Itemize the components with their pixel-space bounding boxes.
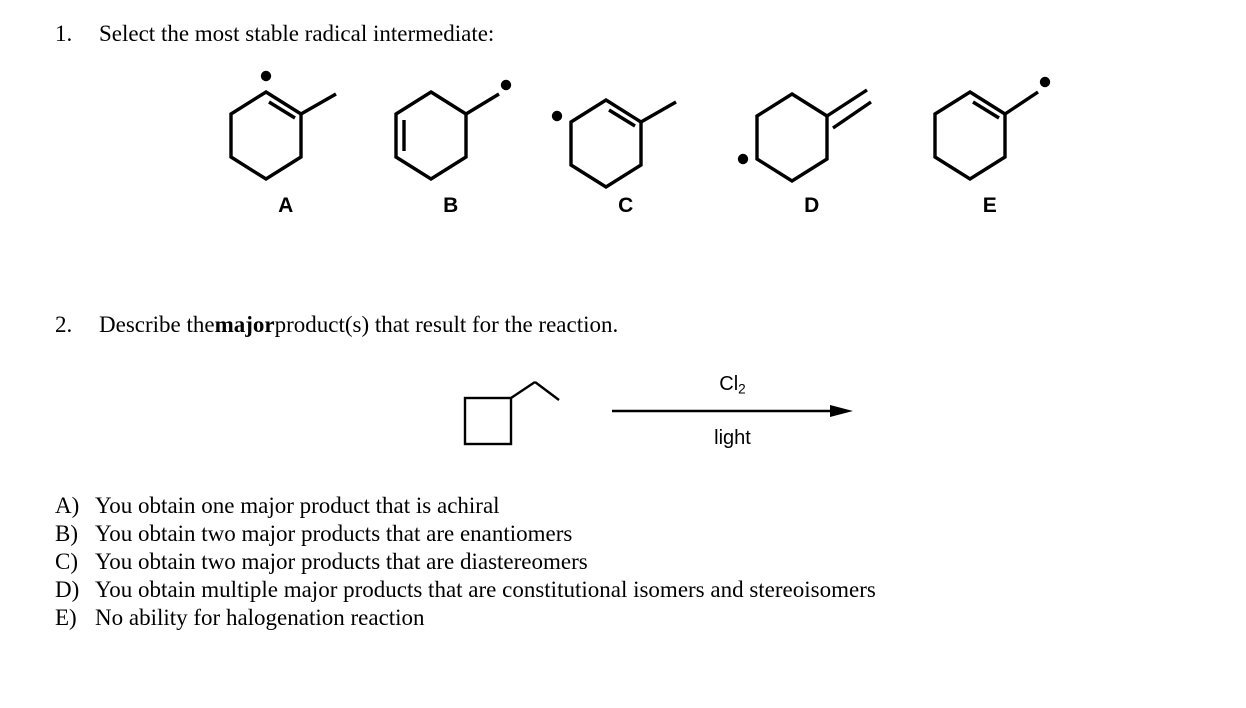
radical-dot-icon (260, 70, 272, 82)
reaction-scheme: Cl2 light (455, 362, 855, 467)
structure-a-diagram (229, 70, 337, 182)
choice-c[interactable]: C (531, 62, 721, 237)
structure-b-diagram (394, 79, 512, 182)
answer-option-b[interactable]: B) You obtain two major products that ar… (55, 520, 876, 548)
reaction-arrow-icon (612, 405, 853, 417)
answer-options-list: A) You obtain one major product that is … (55, 492, 876, 632)
question-2-text-after: product(s) that result for the reaction. (274, 312, 619, 337)
reaction-arrow-group: Cl2 light (610, 362, 855, 462)
choice-a-label: A (278, 194, 294, 217)
answer-option-c[interactable]: C) You obtain two major products that ar… (55, 548, 876, 576)
answer-option-e[interactable]: E) No ability for halogenation reaction (55, 604, 876, 632)
answer-option-a-text: You obtain one major product that is ach… (95, 493, 500, 518)
question-2-text-before: Describe the (99, 312, 215, 337)
choice-e-label: E (982, 194, 998, 217)
answer-option-b-text: You obtain two major products that are e… (95, 521, 573, 546)
choice-e[interactable]: E (895, 62, 1085, 237)
reagent-above-arrow: Cl2 (610, 374, 855, 396)
answer-option-d-text: You obtain multiple major products that … (95, 577, 876, 602)
answer-option-a-letter: A) (55, 493, 80, 518)
answer-option-a[interactable]: A) You obtain one major product that is … (55, 492, 876, 520)
answer-option-c-letter: C) (55, 549, 78, 574)
reagent-cl2-symbol: Cl (719, 373, 739, 395)
choice-c-label: C (618, 194, 634, 217)
question-1: 1. Select the most stable radical interm… (55, 20, 494, 48)
radical-structure-choices: A B C (0, 62, 1246, 237)
question-1-number: 1. (55, 21, 73, 46)
choice-d[interactable]: D (717, 62, 907, 237)
question-2-text-bold: major (214, 312, 275, 337)
choice-b[interactable]: B (356, 62, 546, 237)
radical-dot-icon (500, 79, 512, 91)
choice-d-label: D (804, 194, 820, 217)
reagent-below-arrow: light (714, 427, 751, 449)
question-2-number: 2. (55, 312, 73, 337)
reagent-cl2-subscript: 2 (738, 381, 746, 397)
ethylcyclobutane-structure (463, 381, 560, 446)
question-2: 2. Describe the major product(s) that re… (55, 311, 618, 339)
radical-dot-icon (737, 153, 749, 165)
radical-dot-icon (1039, 76, 1051, 88)
radical-dot-icon (551, 110, 563, 122)
answer-option-e-letter: E) (55, 605, 77, 630)
answer-option-b-letter: B) (55, 521, 78, 546)
answer-option-c-text: You obtain two major products that are d… (95, 549, 588, 574)
answer-option-d[interactable]: D) You obtain multiple major products th… (55, 576, 876, 604)
structure-d-diagram (737, 88, 872, 184)
question-1-text: Select the most stable radical intermedi… (99, 21, 495, 46)
choice-a[interactable]: A (191, 62, 381, 237)
structure-e-diagram (933, 76, 1051, 182)
choice-b-label: B (443, 194, 459, 217)
answer-option-e-text: No ability for halogenation reaction (95, 605, 425, 630)
answer-option-d-letter: D) (55, 577, 80, 602)
structure-c-diagram (551, 97, 677, 190)
